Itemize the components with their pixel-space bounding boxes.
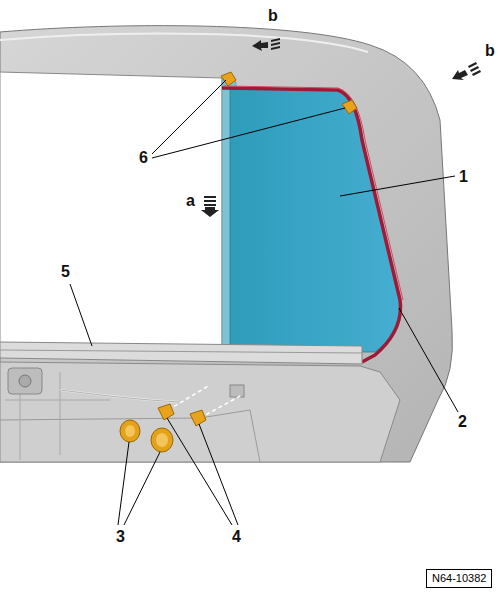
callout-number: 4 [232, 529, 241, 545]
callout-number: 2 [458, 414, 467, 430]
callout-number: 3 [116, 529, 125, 545]
callout-number: 5 [61, 264, 70, 280]
callout-number: 6 [139, 150, 148, 166]
figure-id: N64-10382 [432, 573, 486, 584]
callout-number: 1 [459, 169, 468, 185]
callout-number: b [485, 43, 495, 59]
figure-id-box: N64-10382 [426, 569, 492, 588]
callout-number: b [268, 8, 278, 24]
callout-number: a [186, 193, 195, 209]
